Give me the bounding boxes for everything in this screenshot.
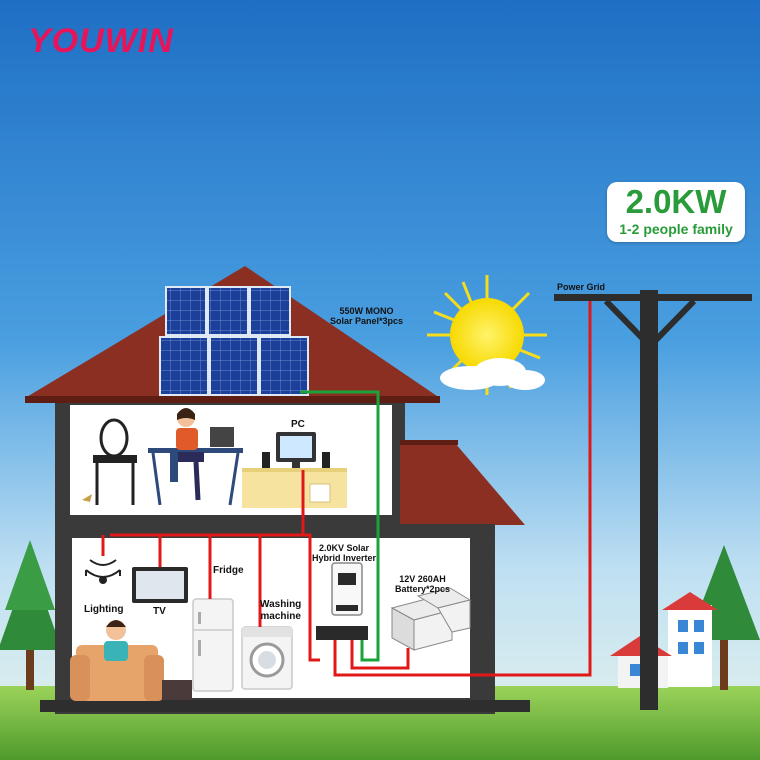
washing-machine-icon	[241, 626, 293, 690]
system-size-badge: 2.0KW 1-2 people family	[607, 182, 745, 242]
brand-logo: YOUWIN	[28, 22, 174, 60]
inverter-label-line2: Hybrid Inverter	[312, 553, 377, 563]
pc-label: PC	[291, 419, 305, 430]
power-grid-pole	[554, 290, 752, 710]
red-wires	[101, 301, 592, 677]
fridge-icon	[192, 598, 234, 692]
vanity-icon	[82, 418, 137, 505]
solar-panel-label: 550W MONO Solar Panel*3pcs	[330, 306, 403, 326]
sun-icon	[427, 275, 547, 395]
chandelier-icon	[85, 538, 121, 584]
tv-label: TV	[153, 606, 166, 617]
battery-label-line1: 12V 260AH	[399, 574, 446, 584]
tree-icon	[0, 540, 62, 690]
washing-label-line1: Washing	[260, 599, 302, 610]
inverter-label-line1: 2.0KV Solar	[319, 543, 370, 553]
desk-with-person	[148, 408, 243, 506]
green-wires	[300, 390, 380, 662]
battery-label-line2: Battery*2pcs	[395, 584, 451, 594]
lighting-label: Lighting	[84, 604, 124, 615]
pc-desk-icon	[242, 432, 347, 508]
battery-icon	[390, 587, 472, 651]
sofa-with-person	[70, 620, 192, 701]
solar-panel-label-line2: Solar Panel*3pcs	[330, 316, 404, 326]
washing-label-line2: machine	[260, 611, 301, 622]
mppt-controller	[316, 626, 368, 640]
solar-panels	[159, 286, 309, 396]
tv-icon	[132, 567, 188, 603]
inverter-label: 2.0KV Solar Hybrid Inverter	[312, 543, 376, 563]
family-size: 1-2 people family	[619, 221, 733, 237]
power-rating: 2.0KW	[625, 183, 727, 220]
inverter-icon	[331, 562, 363, 616]
power-grid-label: Power Grid	[557, 282, 606, 292]
battery-label: 12V 260AH Battery*2pcs	[395, 574, 450, 594]
fridge-label: Fridge	[213, 565, 244, 576]
washing-machine-label: Washing machine	[260, 599, 301, 623]
roof-right	[400, 443, 525, 525]
solar-panel-label-line1: 550W MONO	[339, 306, 394, 316]
